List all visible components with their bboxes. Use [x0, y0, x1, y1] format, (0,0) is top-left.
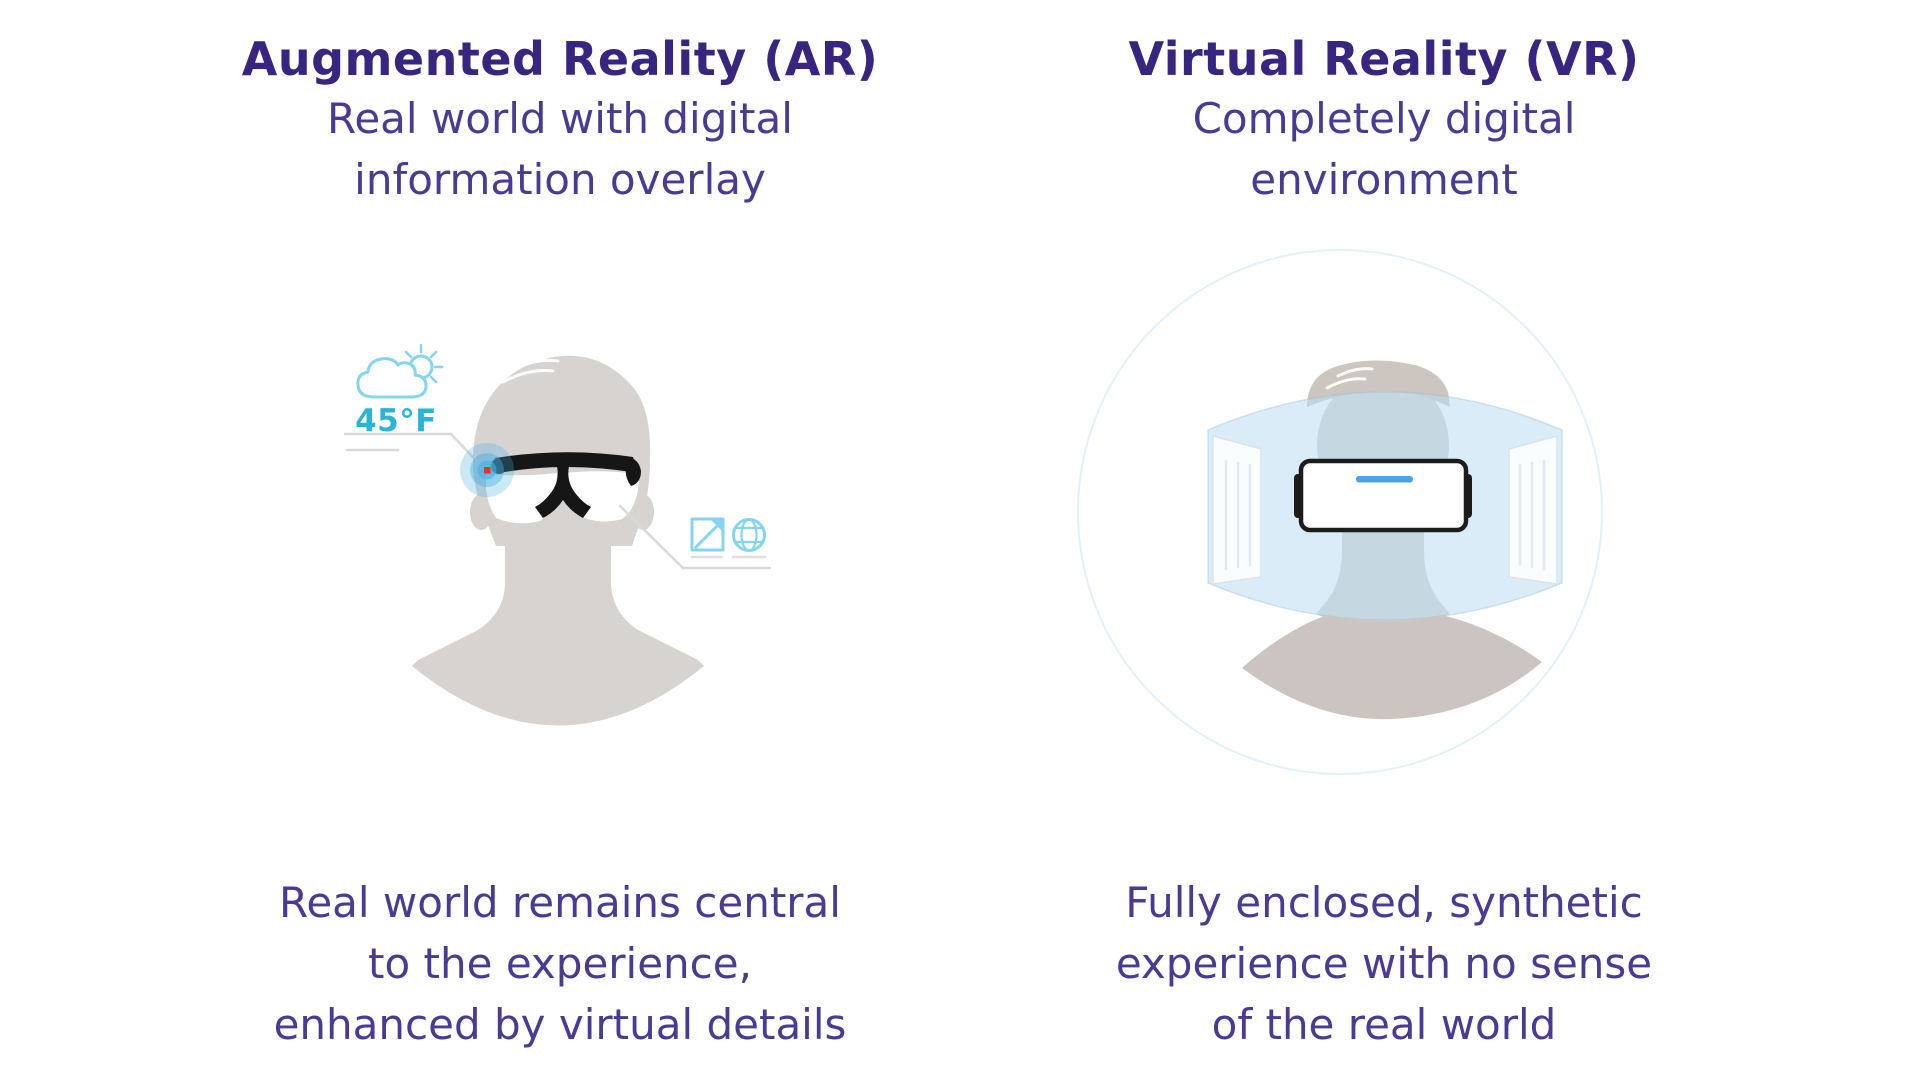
- vr-header: Virtual Reality (VR) Completely digital …: [934, 30, 1834, 210]
- ar-glasses-icon: [485, 452, 641, 524]
- ar-illustration: 45°F: [343, 343, 772, 726]
- globe-icon: [732, 518, 766, 552]
- vr-subtitle-line-1: Completely digital: [1192, 94, 1576, 143]
- ar-description-line-2: to the experience,: [368, 939, 752, 988]
- ar-header: Augmented Reality (AR) Real world with d…: [110, 30, 1010, 210]
- glasses-right-hook: [625, 456, 641, 486]
- hair-highlight: [1325, 377, 1367, 390]
- headset-body: [1298, 458, 1469, 533]
- vr-illustration: [1077, 249, 1603, 775]
- marker-dot: [484, 467, 491, 474]
- ar-description-line-1: Real world remains central: [279, 878, 841, 927]
- hair-highlight: [501, 369, 555, 384]
- side-panel-right: [1508, 435, 1558, 585]
- glasses-bar: [495, 452, 638, 473]
- ar-head-silhouette: [412, 355, 704, 726]
- weather-callout-line: [343, 432, 486, 471]
- ar-target-marker-icon: [460, 443, 514, 497]
- hair-highlight: [1336, 367, 1374, 378]
- side-panel-left: [1212, 435, 1262, 585]
- vr-description-line-2: experience with no sense: [1115, 939, 1653, 988]
- vr-headset-icon: [1294, 458, 1472, 533]
- sun-rays: [404, 343, 444, 384]
- vr-description-line-3: of the real world: [1211, 1000, 1557, 1049]
- ar-description: Real world remains central to the experi…: [110, 872, 1010, 1055]
- vr-description: Fully enclosed, synthetic experience wit…: [934, 872, 1834, 1055]
- cloud-sun-icon: [356, 343, 444, 399]
- ar-subtitle-line-2: information overlay: [354, 155, 766, 204]
- glasses-nose-bridge: [535, 466, 591, 518]
- vr-title: Virtual Reality (VR): [1128, 32, 1640, 86]
- immersion-circle: [1077, 249, 1603, 775]
- temperature-label: 45°F: [355, 403, 437, 439]
- cloud: [356, 357, 428, 399]
- ar-subtitle-line-1: Real world with digital: [327, 94, 793, 143]
- vr-description-line-1: Fully enclosed, synthetic: [1125, 878, 1643, 927]
- shoulders: [412, 523, 704, 726]
- shoulders: [1242, 615, 1542, 720]
- ar-title: Augmented Reality (AR): [241, 32, 879, 86]
- media-callout-line: [618, 504, 772, 570]
- ar-description-line-3: enhanced by virtual details: [273, 1000, 847, 1049]
- image-frame-icon: [690, 517, 725, 552]
- hair-highlight: [510, 358, 560, 372]
- headset-display-line: [1356, 476, 1413, 483]
- vr-subtitle-line-2: environment: [1250, 155, 1518, 204]
